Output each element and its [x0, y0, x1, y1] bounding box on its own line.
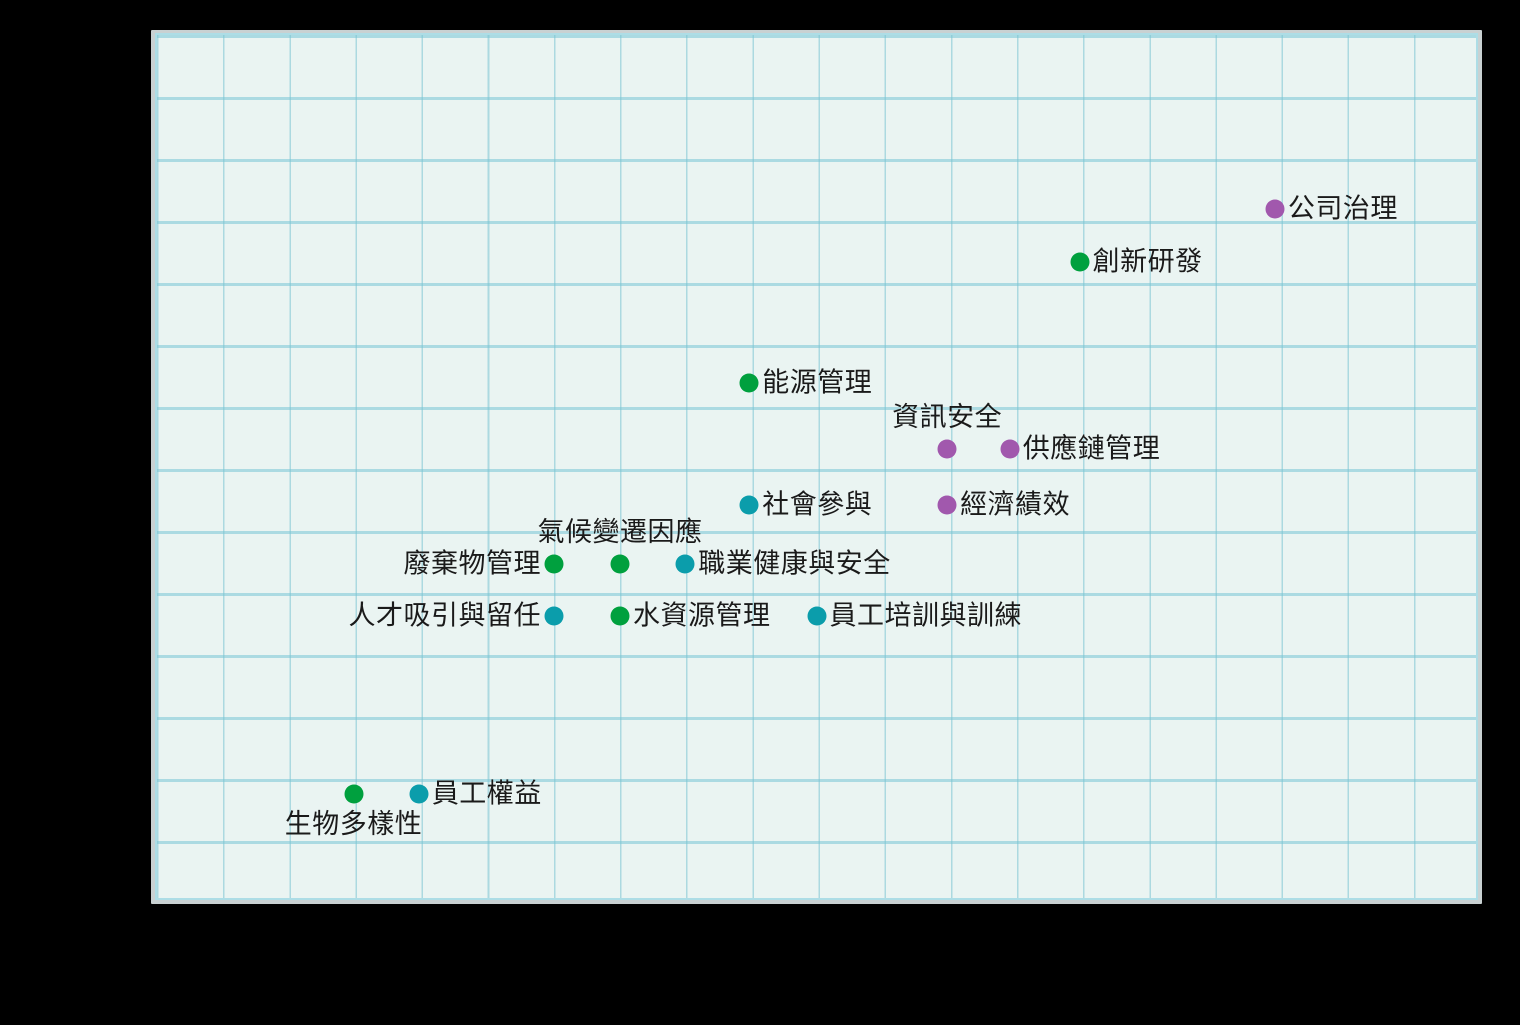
data-point-label: 人才吸引與留任 — [348, 600, 542, 632]
data-point[interactable] — [409, 784, 429, 804]
data-point-label: 水資源管理 — [632, 600, 771, 632]
data-point[interactable] — [1070, 252, 1090, 272]
data-point-label: 生物多樣性 — [284, 808, 423, 840]
data-point-label: 職業健康與安全 — [698, 548, 891, 580]
data-point-label: 氣候變遷因應 — [537, 516, 703, 548]
data-point[interactable] — [610, 554, 630, 574]
data-point-label: 社會參與 — [762, 489, 873, 521]
materiality-matrix-plot: 公司治理資訊安全供應鏈管理經濟績效 創新研發能源管理廢棄物管理氣候變遷因應水資源管… — [155, 33, 1478, 900]
data-point[interactable] — [344, 784, 364, 804]
data-point-label: 員工培訓與訓練 — [829, 600, 1022, 632]
data-point[interactable] — [544, 606, 564, 626]
data-point[interactable] — [610, 606, 630, 626]
grid-lines — [157, 35, 1476, 898]
data-point[interactable] — [1000, 439, 1020, 459]
data-point[interactable] — [675, 554, 695, 574]
data-point-label: 供應鏈管理 — [1022, 433, 1161, 465]
data-point-label: 廢棄物管理 — [403, 548, 542, 580]
data-point[interactable] — [937, 495, 957, 515]
data-point[interactable] — [1265, 199, 1285, 219]
data-point-label: 員工權益 — [431, 778, 542, 810]
data-point[interactable] — [807, 606, 826, 626]
data-point[interactable] — [739, 373, 759, 393]
data-point-label: 經濟績效 — [960, 489, 1071, 521]
data-point[interactable] — [739, 495, 759, 515]
data-point-label: 資訊安全 — [892, 401, 1003, 433]
data-point-label: 公司治理 — [1287, 193, 1398, 225]
data-point[interactable] — [937, 439, 957, 459]
data-point-label: 創新研發 — [1092, 246, 1203, 278]
data-point-label: 能源管理 — [762, 367, 873, 399]
data-point[interactable] — [544, 554, 564, 574]
